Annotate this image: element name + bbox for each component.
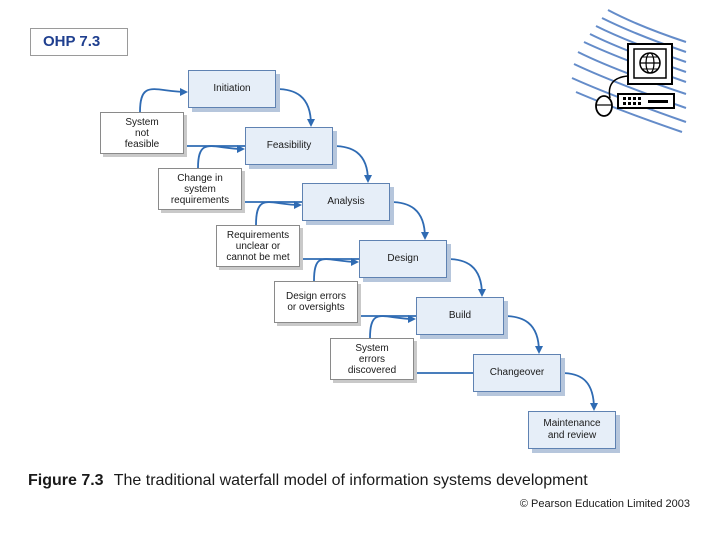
feedback-change-in-system-requirements: Change in system requirements <box>158 168 242 210</box>
figure-title: The traditional waterfall model of infor… <box>113 472 588 489</box>
feedback-arrow <box>197 144 245 169</box>
stage-initiation: Initiation <box>188 70 276 108</box>
feedback-arrow <box>313 257 359 282</box>
feedback-design-errors-or-oversights: Design errors or oversights <box>274 281 358 323</box>
stage-build: Build <box>416 297 504 335</box>
flow-arrow <box>332 145 372 183</box>
stage-maintenance-and-review: Maintenance and review <box>528 411 616 449</box>
feedback-arrow <box>369 314 416 339</box>
stage-feasibility: Feasibility <box>245 127 333 165</box>
flow-arrow <box>389 201 429 240</box>
feedback-arrow <box>139 87 188 113</box>
flow-arrow <box>446 258 486 297</box>
stage-analysis: Analysis <box>302 183 390 221</box>
stage-changeover: Changeover <box>473 354 561 392</box>
flow-arrow <box>503 315 543 354</box>
figure-number: Figure 7.3 <box>28 472 104 489</box>
figure-caption: Figure 7.3 The traditional waterfall mod… <box>28 472 588 490</box>
ohp-label: OHP 7.3 <box>30 28 128 56</box>
computer-icon <box>571 9 687 133</box>
feedback-system-errors-discovered: System errors discovered <box>330 338 414 380</box>
flow-arrow <box>560 372 598 411</box>
flow-arrow <box>275 88 315 127</box>
feedback-requirements-unclear-or-cannot-be-met: Requirements unclear or cannot be met <box>216 225 300 267</box>
stage-design: Design <box>359 240 447 278</box>
feedback-arrow <box>255 200 302 226</box>
copyright-notice: © Pearson Education Limited 2003 <box>519 498 690 510</box>
feedback-system-not-feasible: System not feasible <box>100 112 184 154</box>
waterfall-diagram <box>139 87 598 411</box>
